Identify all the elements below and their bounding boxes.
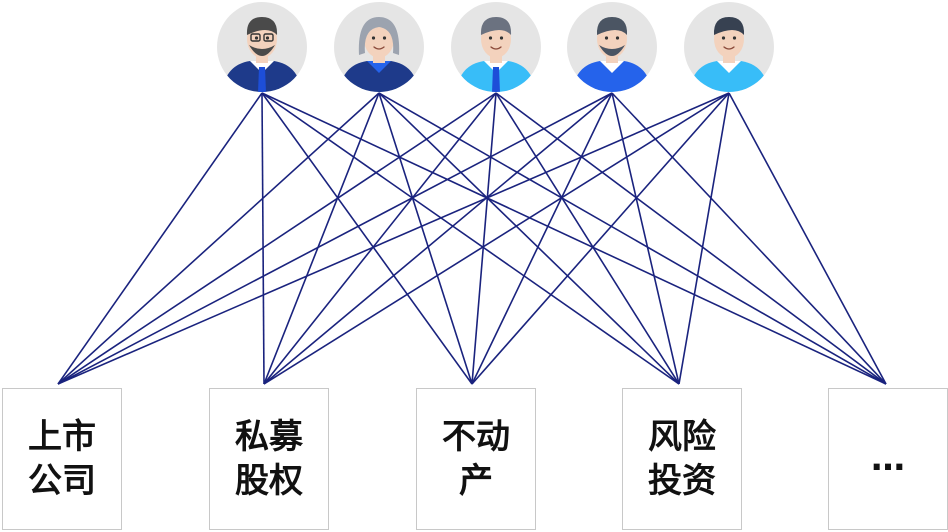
connection-line-5-5 bbox=[728, 92, 887, 385]
connection-line-2-4 bbox=[378, 92, 680, 385]
person-bearded-glasses-icon bbox=[217, 2, 307, 92]
person-young-man-icon bbox=[684, 2, 774, 92]
category-box-more: … bbox=[828, 388, 948, 530]
connection-line-1-1 bbox=[57, 92, 263, 385]
category-label: 风险 投资 bbox=[648, 417, 716, 501]
connection-line-4-5 bbox=[611, 92, 887, 385]
connection-line-2-2 bbox=[263, 92, 380, 385]
category-box-private-equity: 私募 股权 bbox=[209, 388, 329, 530]
person-man-tie-icon bbox=[451, 2, 541, 92]
connection-line-3-2 bbox=[263, 92, 497, 385]
connection-line-1-4 bbox=[261, 92, 680, 385]
connection-line-4-3 bbox=[471, 92, 613, 385]
connection-line-2-1 bbox=[57, 92, 380, 385]
category-label: … bbox=[871, 439, 905, 479]
connection-line-1-3 bbox=[261, 92, 473, 385]
category-box-listed-company: 上市 公司 bbox=[2, 388, 122, 530]
category-label: 私募 股权 bbox=[235, 417, 303, 501]
person-woman-gray-hair-icon bbox=[334, 2, 424, 92]
connection-line-5-2 bbox=[263, 92, 730, 385]
connection-line-2-3 bbox=[378, 92, 473, 385]
connection-line-4-4 bbox=[611, 92, 680, 385]
category-box-venture-capital: 风险 投资 bbox=[622, 388, 742, 530]
connection-line-3-5 bbox=[495, 92, 887, 385]
category-box-real-estate: 不动 产 bbox=[416, 388, 536, 530]
connection-line-3-3 bbox=[471, 92, 497, 385]
connection-line-5-3 bbox=[471, 92, 730, 385]
connection-line-1-2 bbox=[261, 92, 265, 385]
connection-line-5-4 bbox=[678, 92, 730, 385]
connection-line-3-4 bbox=[495, 92, 680, 385]
connection-line-4-1 bbox=[57, 92, 613, 385]
person-man-beard-icon bbox=[567, 2, 657, 92]
category-label: 上市 公司 bbox=[28, 417, 96, 501]
investor-avatars bbox=[217, 2, 774, 92]
connection-line-5-1 bbox=[57, 92, 730, 385]
connection-line-4-2 bbox=[263, 92, 613, 385]
connection-lines bbox=[57, 92, 887, 385]
connection-line-1-5 bbox=[261, 92, 887, 385]
connection-line-3-1 bbox=[57, 92, 497, 385]
category-label: 不动 产 bbox=[442, 417, 510, 501]
connection-line-2-5 bbox=[378, 92, 887, 385]
